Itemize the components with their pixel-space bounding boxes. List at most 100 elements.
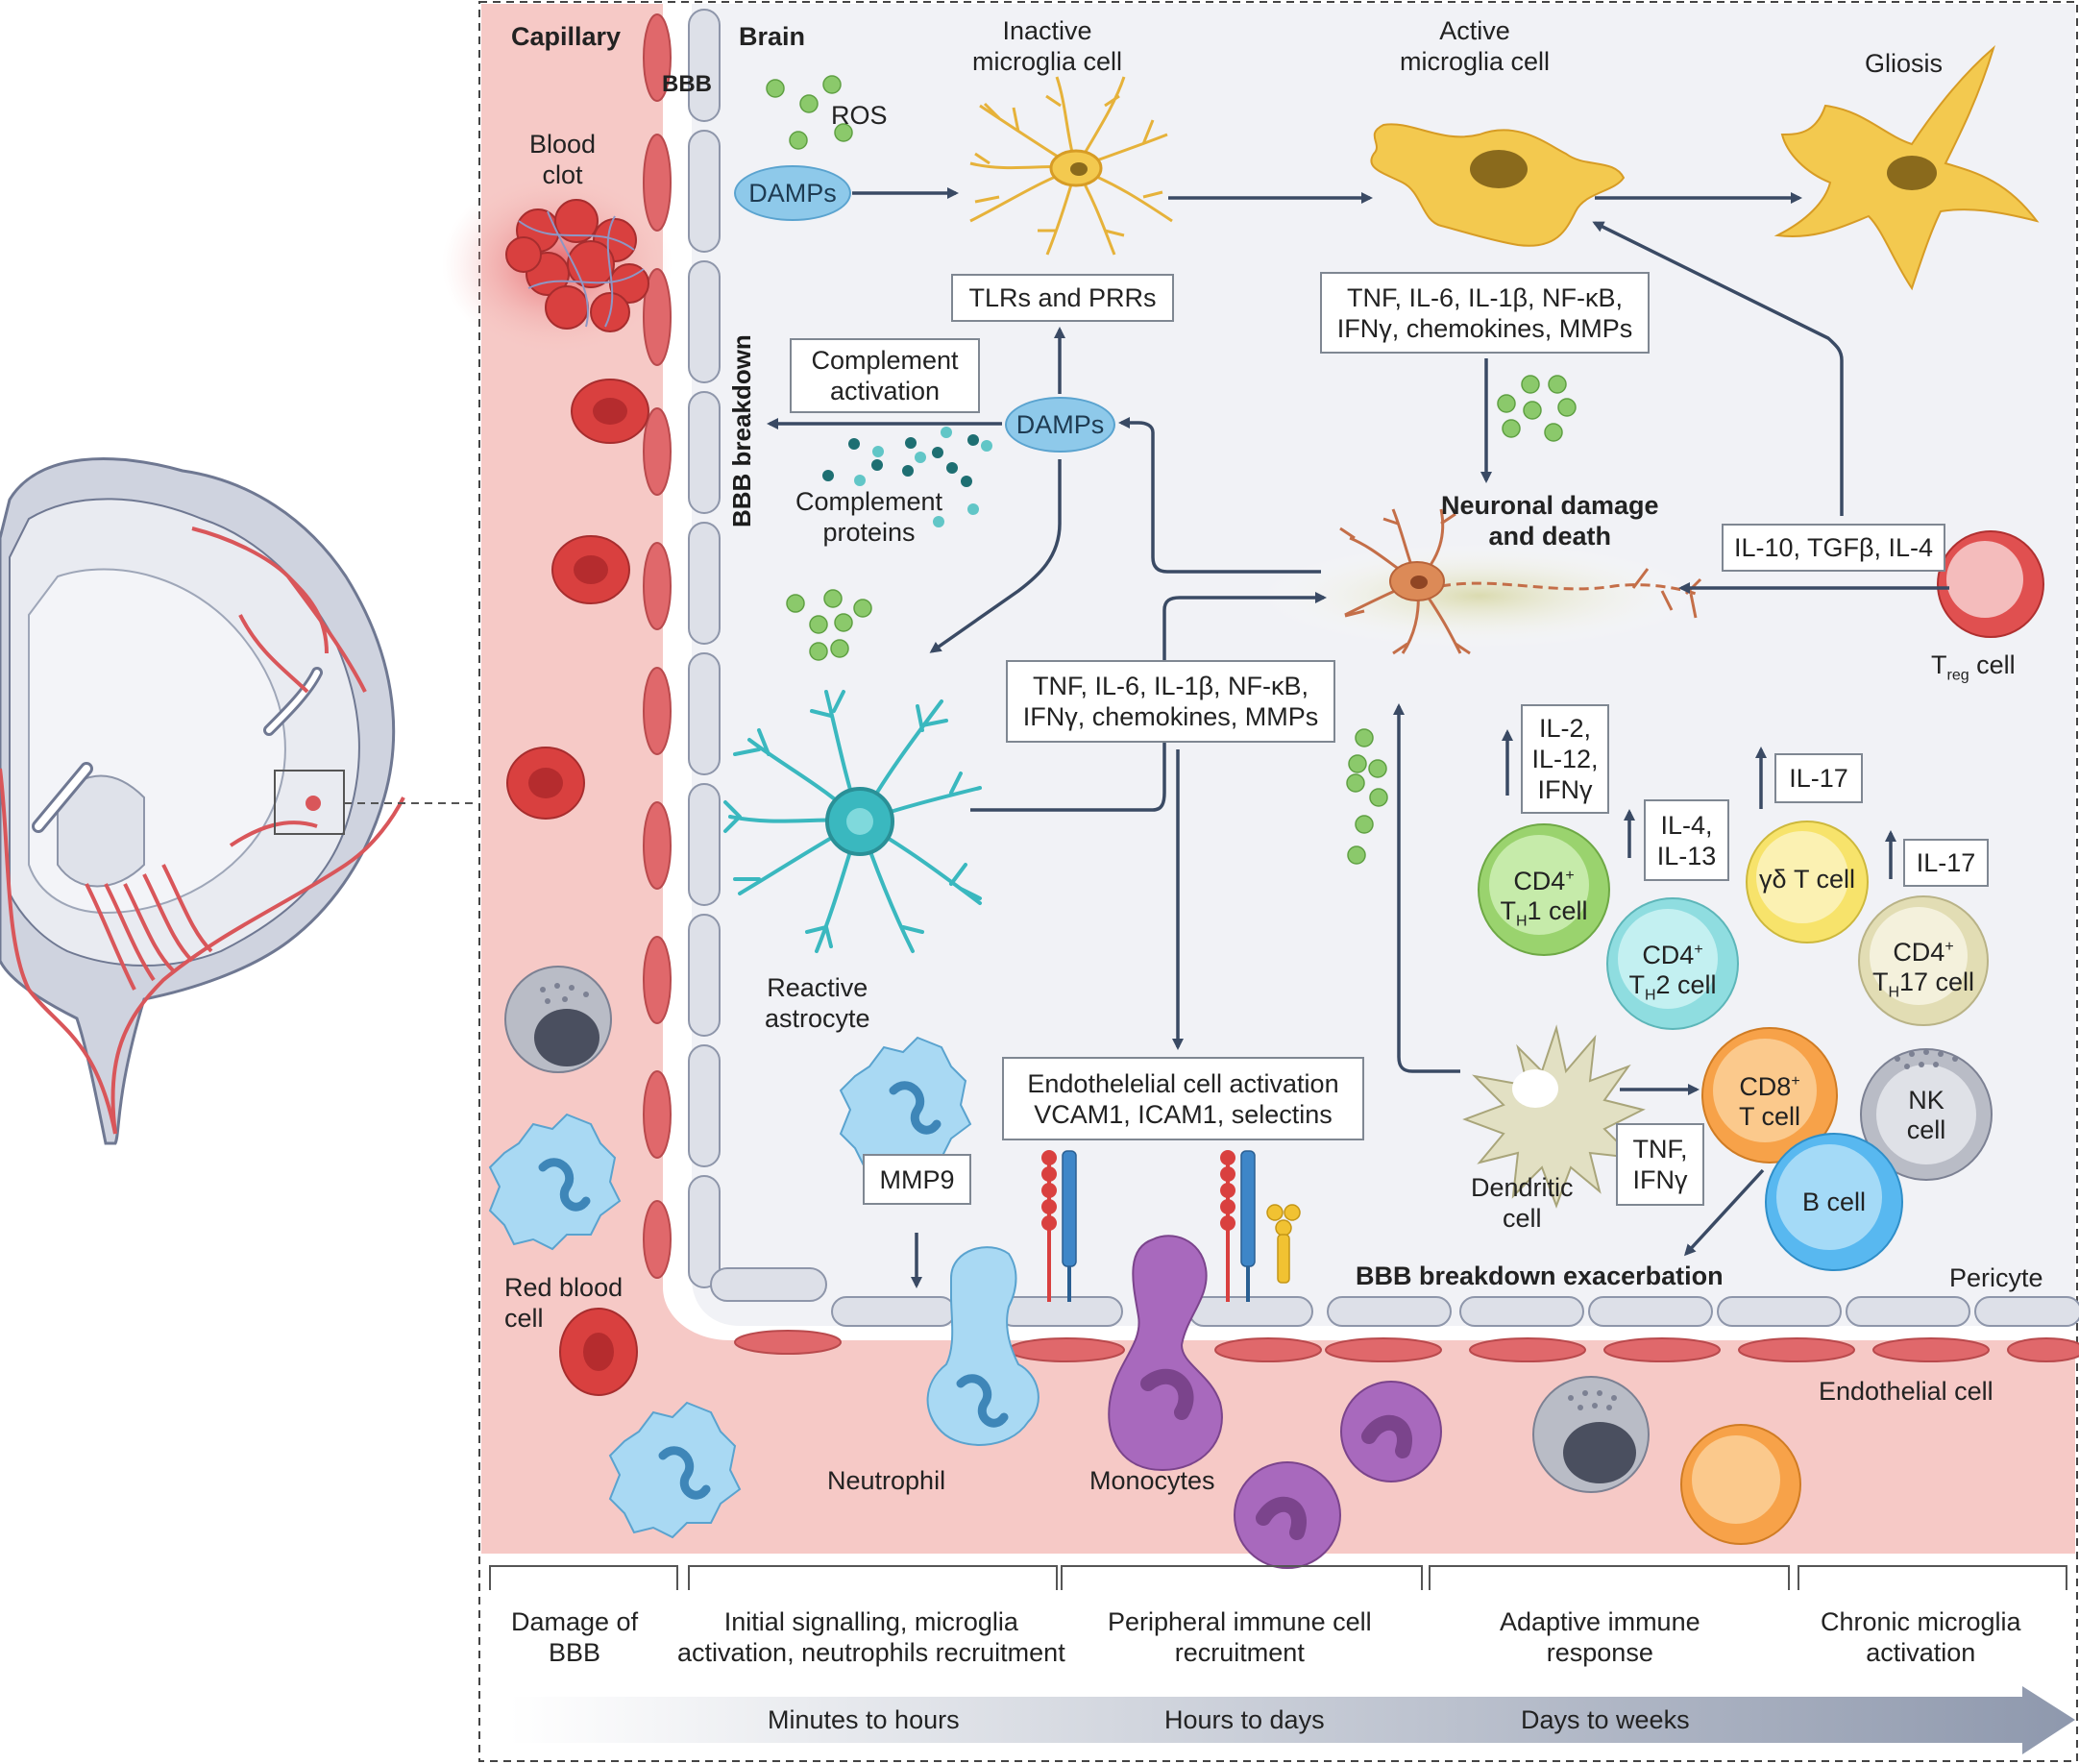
rbc-centres	[528, 398, 627, 1371]
th1-sub: H	[1515, 913, 1528, 930]
pericytes-horizontal	[734, 1330, 2079, 1362]
lumen-leukocytes	[1532, 1376, 1801, 1545]
th2-l2b: 2 cell	[1655, 970, 1717, 999]
brain-section	[0, 457, 477, 1145]
cd8-sup: +	[1791, 1073, 1800, 1090]
gd-t-label: γδ T cell	[1758, 865, 1856, 894]
monocytes-cells	[1108, 1235, 1442, 1569]
neuronal-damage-label: Neuronal damage and death	[1441, 491, 1659, 551]
stage-brackets	[489, 1565, 2067, 1590]
th2-cytokines-box: IL-4, IL-13	[1644, 799, 1729, 881]
th1-l2a: T	[1500, 896, 1516, 925]
reactive-astrocyte-label: Reactive astrocyte	[765, 973, 870, 1033]
b-cell-label: B cell	[1801, 1188, 1867, 1216]
stage-label: Initial signalling, microglia activation…	[677, 1607, 1065, 1667]
stage-label: Peripheral immune cell recruitment	[1108, 1607, 1372, 1667]
th17-label: CD4+ TH17 cell	[1867, 932, 1980, 1007]
damps-top: DAMPs	[734, 165, 851, 221]
inactive-microglia	[969, 76, 1173, 256]
th1-l1: CD4	[1513, 867, 1566, 895]
adaptive-cells	[1478, 821, 1993, 1271]
treg-label-suffix: cell	[1969, 650, 2016, 679]
th17-l2a: T	[1871, 968, 1889, 996]
brain-label: Brain	[739, 22, 806, 51]
reactive-astrocyte	[723, 690, 982, 953]
th17-sub: H	[1888, 984, 1899, 1001]
timeline-label: Hours to days	[1164, 1705, 1325, 1734]
cytokines-astrocyte-box: TNF, IL-6, IL-1β, NF-κB, IFNγ, chemokine…	[1006, 660, 1335, 743]
th17-l2b: 17 cell	[1899, 968, 1975, 996]
microglia-dots	[1497, 375, 1577, 442]
treg-cell-shape	[1937, 530, 2044, 638]
treg-label-sub: reg	[1946, 667, 1969, 684]
nk-label: NK cell	[1906, 1086, 1946, 1144]
pericytes-vertical	[643, 13, 672, 1279]
endothelial-activation-box: Endothelelial cell activation VCAM1, ICA…	[1002, 1057, 1364, 1140]
th2-l2a: T	[1628, 970, 1645, 999]
cd8-l1: CD8	[1739, 1072, 1792, 1101]
endothelial-cell-label: Endothelial cell	[1819, 1377, 1993, 1406]
th2-sub: H	[1644, 987, 1656, 1004]
panel-frame	[478, 1, 2078, 1762]
neutrophil-label: Neutrophil	[827, 1466, 946, 1495]
th1-label: CD4+ TH1 cell	[1499, 861, 1589, 936]
blood-clot-label: Blood clot	[529, 130, 597, 189]
neuron	[1259, 508, 1702, 655]
pericyte-label: Pericyte	[1949, 1263, 2043, 1292]
tnf-ifn-box: TNF, IFNγ	[1616, 1123, 1704, 1206]
th1-l2b: 1 cell	[1527, 896, 1588, 925]
gd-cytokines-box: IL-17	[1774, 753, 1863, 803]
th17-sup: +	[1944, 939, 1954, 955]
ros-label: ROS	[831, 101, 888, 130]
th17-l1: CD4	[1893, 938, 1945, 967]
active-microglia-label: Active microglia cell	[1400, 16, 1551, 76]
active-microglia	[1370, 123, 1626, 247]
th2-sup: +	[1694, 942, 1703, 958]
neutrophils	[839, 1036, 1040, 1446]
blood-clot	[505, 199, 649, 332]
dendritic-cell-shape	[1462, 1024, 1646, 1209]
gliosis-cell	[1773, 45, 2040, 291]
treg-cytokines-box: IL-10, TGFβ, IL-4	[1722, 524, 1945, 572]
complement-proteins-label: Complement proteins	[795, 487, 943, 547]
bbb-breakdown-exacerbation-label: BBB breakdown exacerbation	[1356, 1262, 1724, 1290]
treg-label-main: T	[1931, 650, 1947, 679]
th2-l1: CD4	[1642, 941, 1695, 969]
timeline-arrow	[509, 1686, 2075, 1754]
gliosis-label: Gliosis	[1865, 49, 1944, 78]
dendritic-cell-label: Dendritic cell	[1471, 1173, 1574, 1233]
monocytes-label: Monocytes	[1089, 1466, 1215, 1495]
damps-mid: DAMPs	[1005, 397, 1115, 453]
bbb-cells-vertical	[688, 9, 721, 1288]
th1-cytokines-box: IL-2, IL-12, IFNγ	[1521, 704, 1609, 814]
adhesion-molecules	[1041, 1150, 1301, 1302]
th17-cytokines-box: IL-17	[1903, 839, 1989, 887]
treg-label: Treg cell	[1931, 649, 2016, 691]
capillary-label: Capillary	[511, 22, 622, 51]
adaptive-dots	[1346, 728, 1388, 865]
capillary-leukocytes	[488, 966, 742, 1539]
complement-dots	[822, 427, 992, 527]
cd8-l2: T cell	[1738, 1102, 1801, 1131]
bbb-breakdown-label: BBB breakdown	[727, 334, 756, 527]
stage-label: Chronic microglia activation	[1821, 1607, 2021, 1667]
timeline-label: Minutes to hours	[768, 1705, 960, 1734]
bbb-cells-horizontal	[710, 1267, 2079, 1327]
astrocyte-dots	[786, 589, 872, 661]
stage-label: Damage of BBB	[511, 1607, 639, 1667]
cytokines-microglia-box: TNF, IL-6, IL-1β, NF-κB, IFNγ, chemokine…	[1320, 272, 1650, 354]
tlrs-box: TLRs and PRRs	[951, 274, 1174, 322]
stage-label: Adaptive immune response	[1500, 1607, 1700, 1667]
cd8-label: CD8+ T cell	[1729, 1066, 1810, 1132]
ros-dots	[766, 75, 853, 150]
red-blood-cell-label: Red blood cell	[504, 1273, 624, 1333]
complement-activation-box: Complement activation	[790, 338, 980, 413]
th1-sup: +	[1565, 868, 1575, 884]
bbb-label: BBB	[662, 71, 712, 97]
th2-label: CD4+ TH2 cell	[1624, 935, 1722, 1010]
timeline-label: Days to weeks	[1521, 1705, 1690, 1734]
mmp9-box: MMP9	[863, 1154, 971, 1205]
arrows	[767, 187, 1949, 1288]
